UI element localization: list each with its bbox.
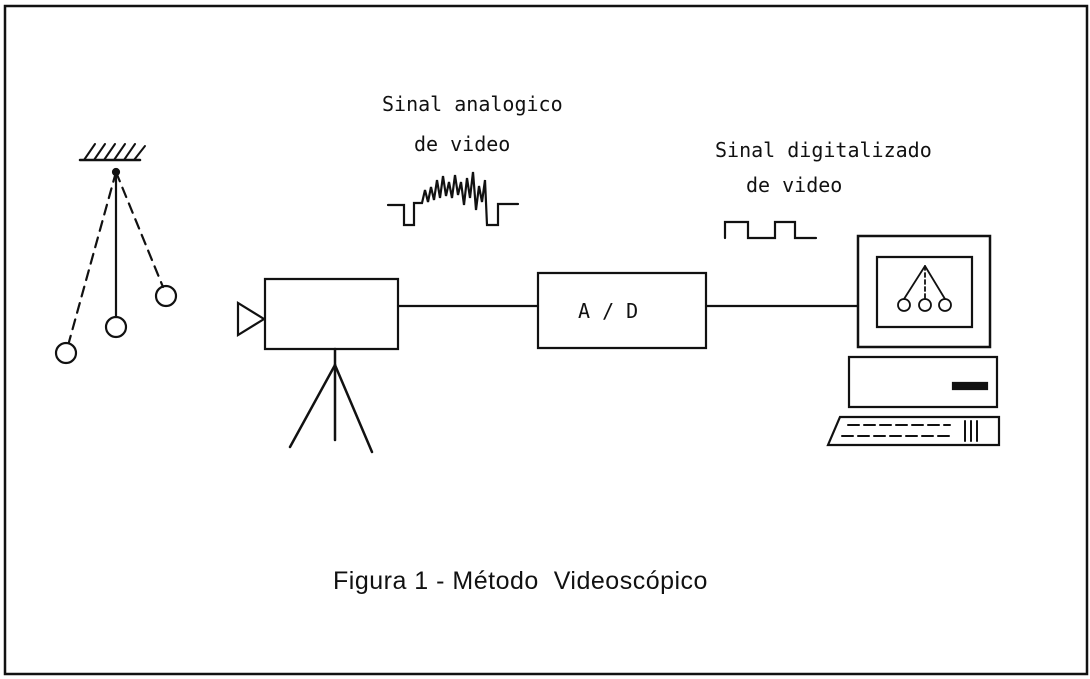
base-case bbox=[849, 357, 997, 407]
camera-body bbox=[265, 279, 398, 349]
monitor-outer bbox=[858, 236, 990, 347]
tripod bbox=[290, 349, 372, 452]
figure-border bbox=[5, 6, 1087, 674]
digital-signal-waveform bbox=[725, 222, 816, 238]
computer-base bbox=[849, 357, 997, 407]
keyboard bbox=[828, 417, 999, 445]
digital-signal-label-line2: de video bbox=[746, 173, 843, 197]
analog-signal-label-line2: de video bbox=[414, 132, 511, 156]
ceiling-hatching bbox=[84, 144, 145, 160]
analog-signal-label-line1: Sinal analogico bbox=[382, 92, 563, 116]
keyboard-keys bbox=[842, 421, 977, 441]
analog-signal-waveform bbox=[388, 172, 518, 225]
tripod-leg-left bbox=[290, 365, 335, 447]
pendulum-bob-right bbox=[156, 286, 176, 306]
ad-converter-box bbox=[538, 273, 706, 348]
ad-converter-label: A / D bbox=[578, 299, 639, 323]
pendulum-rod-right-dashed bbox=[116, 172, 163, 287]
video-camera bbox=[238, 279, 398, 349]
keyboard-outline bbox=[828, 417, 999, 445]
disk-drive-slot bbox=[953, 383, 987, 389]
figure-caption: Figura 1 - Método Videoscópico bbox=[333, 567, 708, 595]
pendulum-rod-left-dashed bbox=[69, 172, 116, 342]
camera-lens bbox=[238, 303, 264, 335]
pendulum-bob-left bbox=[56, 343, 76, 363]
monitor-screen bbox=[877, 257, 972, 327]
screen-pendulum-image bbox=[898, 266, 951, 311]
computer-monitor bbox=[858, 236, 990, 347]
pendulum bbox=[56, 144, 176, 363]
digital-signal-label-line1: Sinal digitalizado bbox=[715, 138, 932, 162]
tripod-leg-right bbox=[335, 365, 372, 452]
pendulum-bob-center bbox=[106, 317, 126, 337]
